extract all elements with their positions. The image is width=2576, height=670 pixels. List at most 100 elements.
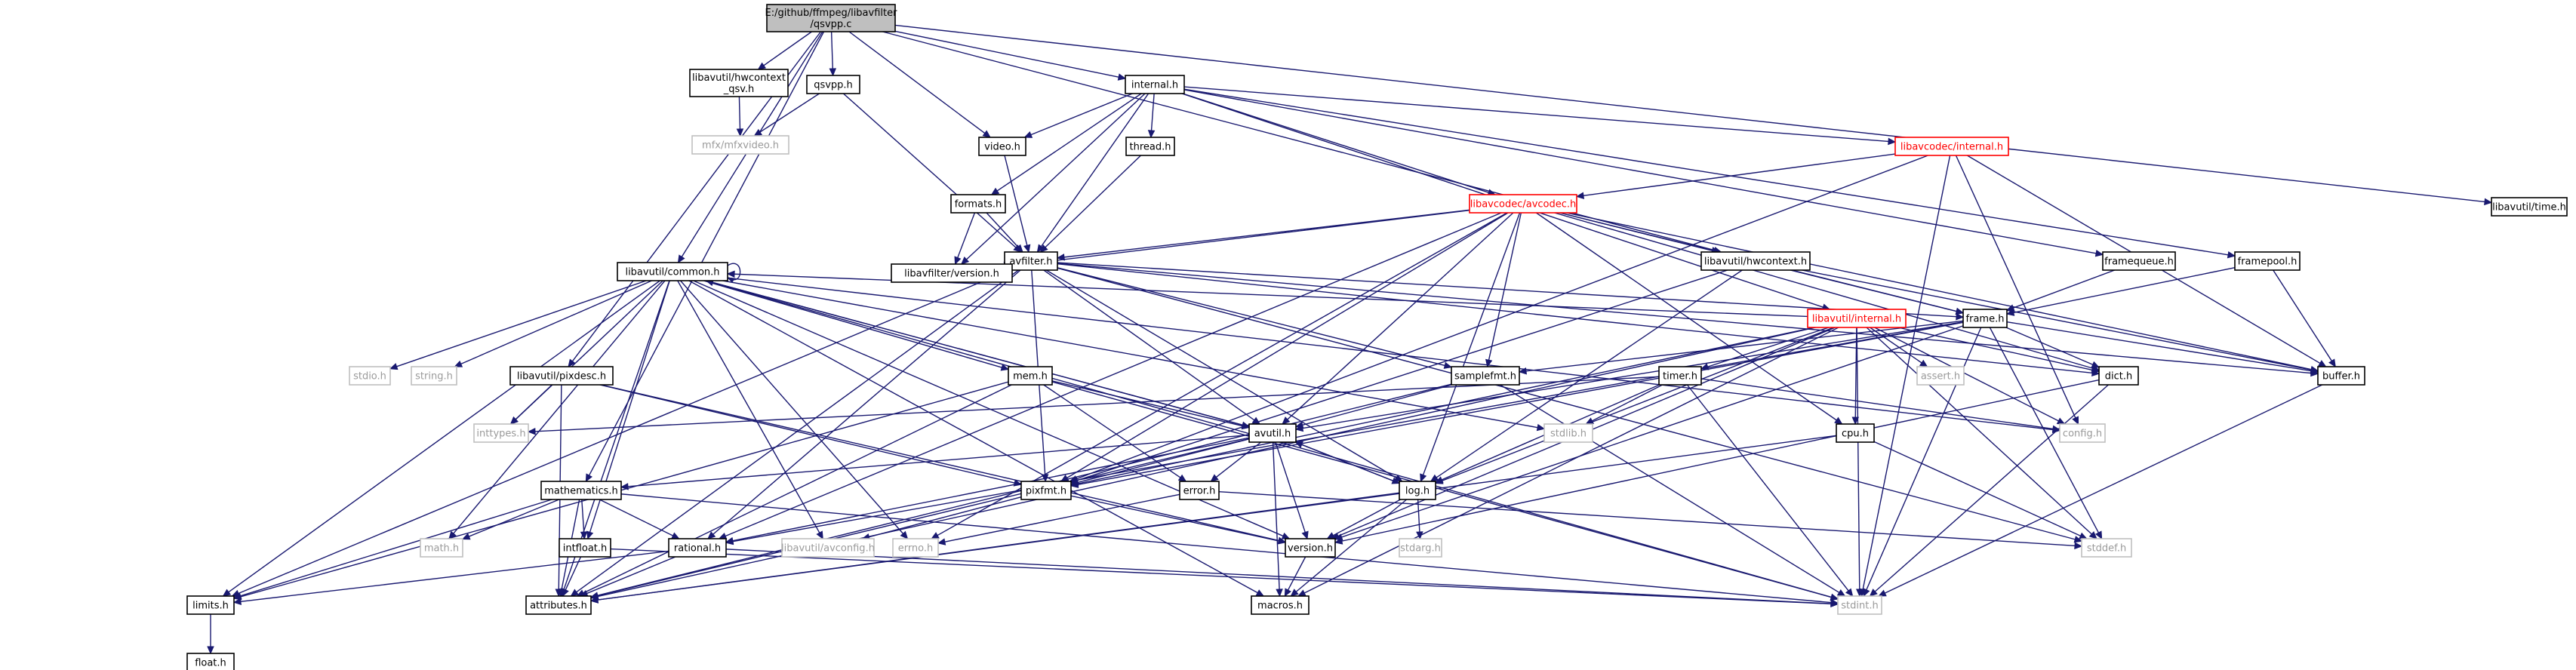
edge-avfilter-to-frame	[1057, 262, 1965, 321]
edge-video-to-avfilter	[1004, 155, 1031, 254]
node-pixfmt[interactable]: pixfmt.h	[1020, 481, 1072, 500]
edge-common-to-stdio	[389, 280, 647, 370]
edge-root-to-qsvpp	[829, 31, 837, 77]
node-formats[interactable]: formats.h	[950, 194, 1006, 214]
edge-timer-to-inttypes	[527, 376, 1660, 435]
node-framepool[interactable]: framepool.h	[2234, 251, 2301, 271]
node-hwcontext[interactable]: libavutil/hwcontext.h	[1700, 251, 1811, 271]
edge-frame-to-samplefmt	[1518, 320, 1964, 375]
edge-avfilter-to-stddef	[1057, 267, 2083, 543]
edge-internal-to-framequeue	[1183, 89, 2104, 257]
node-limits[interactable]: limits.h	[186, 595, 235, 615]
node-common[interactable]: libavutil/common.h	[617, 262, 728, 281]
node-float[interactable]: float.h	[186, 653, 235, 670]
node-version[interactable]: version.h	[1285, 538, 1336, 558]
node-mathematics[interactable]: mathematics.h	[540, 481, 622, 500]
node-errno: errno.h	[892, 538, 939, 558]
node-cpu[interactable]: cpu.h	[1836, 423, 1875, 443]
node-label: E:/github/ffmpeg/libavfilter	[765, 8, 898, 19]
edge-avcodec-to-avutil	[1282, 212, 1514, 425]
node-label: version.h	[1288, 543, 1333, 555]
node-label: math.h	[424, 543, 459, 555]
node-label: rational.h	[674, 543, 721, 555]
edge-mem-to-stdint	[1051, 381, 1839, 601]
edge-frame-to-dict	[2005, 327, 2101, 368]
edge-avutil-to-error	[1210, 441, 1262, 482]
node-label: attributes.h	[530, 601, 587, 612]
node-lavcint[interactable]: libavcodec/internal.h	[1894, 137, 2009, 156]
node-intfloat[interactable]: intfloat.h	[559, 538, 611, 558]
node-lavuint[interactable]: libavutil/internal.h	[1807, 309, 1907, 328]
edge-formats-to-avfilter	[986, 212, 1023, 253]
node-macros[interactable]: macros.h	[1251, 595, 1310, 615]
node-label: libavfilter/version.h	[904, 269, 999, 280]
node-label: inttypes.h	[476, 429, 525, 440]
node-buffer[interactable]: buffer.h	[2317, 366, 2365, 386]
edge-samplefmt-to-stdint	[1500, 384, 1846, 597]
edge-common-to-string	[454, 280, 652, 367]
node-avcodec[interactable]: libavcodec/avcodec.h	[1469, 194, 1577, 214]
node-video[interactable]: video.h	[978, 137, 1026, 156]
edge-internal-to-lavcint	[1183, 86, 1897, 146]
node-lfversion[interactable]: libavfilter/version.h	[891, 263, 1013, 283]
node-hwqsv[interactable]: libavutil/hwcontext_qsv.h	[689, 69, 789, 97]
edge-avfilter-to-buffer	[1057, 263, 2319, 377]
edge-mathematics-to-math	[461, 499, 560, 540]
node-label: mfx/mfxvideo.h	[702, 140, 779, 152]
edge-lavuint-to-macros	[1297, 327, 1839, 597]
node-time[interactable]: libavutil/time.h	[2491, 197, 2568, 217]
edge-avfilter-to-samplefmt	[1057, 267, 1453, 369]
edge-common-to-mem	[703, 280, 1010, 371]
node-timer[interactable]: timer.h	[1658, 366, 1702, 386]
edge-log-to-version	[1326, 499, 1401, 539]
node-label: timer.h	[1663, 371, 1697, 383]
node-pixdesc[interactable]: libavutil/pixdesc.h	[509, 366, 614, 386]
node-rational[interactable]: rational.h	[668, 538, 727, 558]
node-label: avfilter.h	[1009, 257, 1052, 268]
edge-hwcontext-to-frame	[1791, 269, 1965, 315]
node-avconfig: libavutil/avconfig.h	[781, 538, 875, 558]
edge-root-to-internal	[894, 30, 1127, 81]
node-internal[interactable]: internal.h	[1125, 75, 1185, 94]
edge-mathematics-to-rational	[599, 499, 680, 539]
node-avutil[interactable]: avutil.h	[1248, 423, 1297, 443]
node-error[interactable]: error.h	[1179, 481, 1220, 500]
node-samplefmt[interactable]: samplefmt.h	[1451, 366, 1520, 386]
node-frame[interactable]: frame.h	[1962, 309, 2008, 328]
node-log[interactable]: log.h	[1399, 481, 1436, 500]
node-label: macros.h	[1257, 601, 1303, 612]
edge-hwqsv-to-mfx	[736, 96, 744, 137]
edge-buffer-to-stdint	[1878, 384, 2323, 597]
edge-avfilter-to-rational	[707, 269, 1021, 539]
edge-internal-to-avfilter	[1036, 93, 1150, 254]
edge-hwcontext-to-log	[1430, 269, 1743, 482]
node-thread[interactable]: thread.h	[1125, 137, 1175, 156]
edge-version-to-macros	[1284, 556, 1306, 598]
node-label: stdlib.h	[1550, 429, 1587, 440]
edge-limits-to-float	[207, 614, 214, 655]
edge-mathematics-to-limits	[232, 499, 552, 600]
edge-mathematics-to-intfloat	[580, 499, 588, 540]
node-label: libavutil/time.h	[2492, 202, 2566, 214]
node-framequeue[interactable]: framequeue.h	[2102, 251, 2176, 271]
edge-common-to-stdlib	[722, 280, 1546, 432]
edge-avcodec-to-avfilter	[1056, 209, 1470, 261]
edge-error-to-errno	[937, 493, 1180, 546]
node-attributes[interactable]: attributes.h	[525, 595, 592, 615]
node-avfilter[interactable]: avfilter.h	[1004, 251, 1058, 271]
edge-pixfmt-to-version	[1070, 495, 1287, 545]
node-qsvpp[interactable]: qsvpp.h	[806, 75, 860, 94]
edge-qsvpp-to-mfx	[753, 93, 820, 137]
node-label: stdio.h	[353, 371, 386, 383]
edge-avutil-to-macros	[1272, 441, 1283, 598]
node-label: libavutil/hwcontext.h	[1704, 257, 1807, 268]
node-label: samplefmt.h	[1454, 371, 1516, 383]
edge-dict-to-stdint	[1869, 384, 2109, 597]
node-mem[interactable]: mem.h	[1008, 366, 1053, 386]
node-dict[interactable]: dict.h	[2098, 366, 2139, 386]
edge-internal-to-thread	[1147, 93, 1156, 139]
edge-common-to-limits	[222, 280, 660, 597]
edges-layer	[207, 24, 2493, 655]
node-root[interactable]: E:/github/ffmpeg/libavfilter/qsvpp.c	[765, 4, 898, 32]
edge-pixdesc-to-inttypes	[509, 384, 552, 425]
